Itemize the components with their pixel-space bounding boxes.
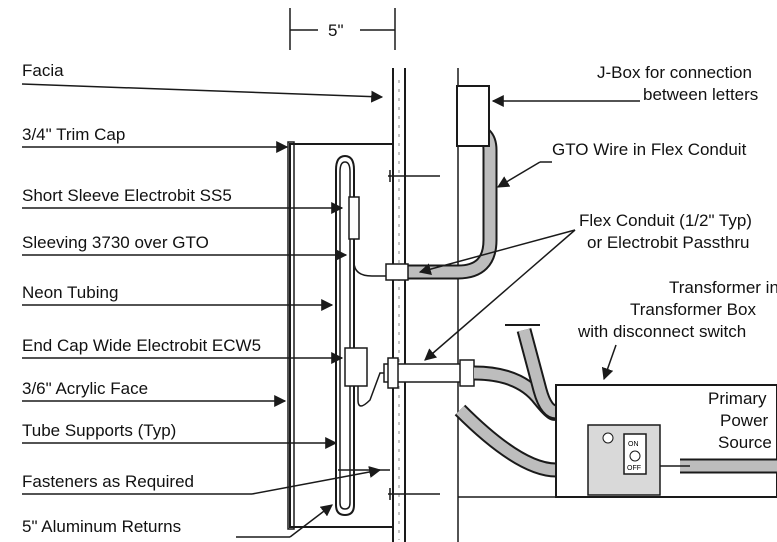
transformer-conduits <box>454 324 558 478</box>
power-source-label-line1: Primary <box>708 389 767 408</box>
power-source-label-line2: Power <box>720 411 769 430</box>
aluminum-returns-label: 5" Aluminum Returns <box>22 517 181 536</box>
switch-knob <box>629 450 641 462</box>
switch-off-label: OFF <box>627 465 641 472</box>
switch-on-label: ON <box>628 441 639 448</box>
power-source-label-line3: Source <box>718 433 772 452</box>
dimension-marker: 5" <box>289 8 396 50</box>
left-labels: Facia 3/4" Trim Cap Short Sleeve Electro… <box>21 61 384 538</box>
acrylic-face-label: 3/6" Acrylic Face <box>22 379 148 398</box>
dimension-label: 5" <box>328 21 344 40</box>
trim-cap-label: 3/4" Trim Cap <box>22 125 125 144</box>
end-cap-label: End Cap Wide Electrobit ECW5 <box>22 336 261 355</box>
tube-supports-label: Tube Supports (Typ) <box>22 421 176 440</box>
gto-wire-label: GTO Wire in Flex Conduit <box>552 140 747 159</box>
sleeving-label: Sleeving 3730 over GTO <box>22 233 209 252</box>
j-box <box>456 85 490 147</box>
jbox-label-line1: J-Box for connection <box>597 63 752 82</box>
fastener <box>388 170 440 500</box>
neon-tubing <box>335 154 390 517</box>
transformer-label-line1: Transformer in <box>669 278 777 297</box>
jbox-label-line2: between letters <box>643 85 758 104</box>
short-sleeve-label: Short Sleeve Electrobit SS5 <box>22 186 232 205</box>
fasteners-label: Fasteners as Required <box>22 472 194 491</box>
flex-conduit-label-line2: or Electrobit Passthru <box>587 233 750 252</box>
facia-label: Facia <box>22 61 64 80</box>
transformer-box: ON OFF <box>555 384 777 498</box>
neon-tubing-label: Neon Tubing <box>22 283 118 302</box>
transformer-label-line2: Transformer Box <box>630 300 756 319</box>
transformer-label-line3: with disconnect switch <box>577 322 746 341</box>
right-labels: J-Box for connection between letters GTO… <box>418 63 777 452</box>
flex-conduit-label-line1: Flex Conduit (1/2" Typ) <box>579 211 752 230</box>
facia-wall <box>392 68 406 542</box>
